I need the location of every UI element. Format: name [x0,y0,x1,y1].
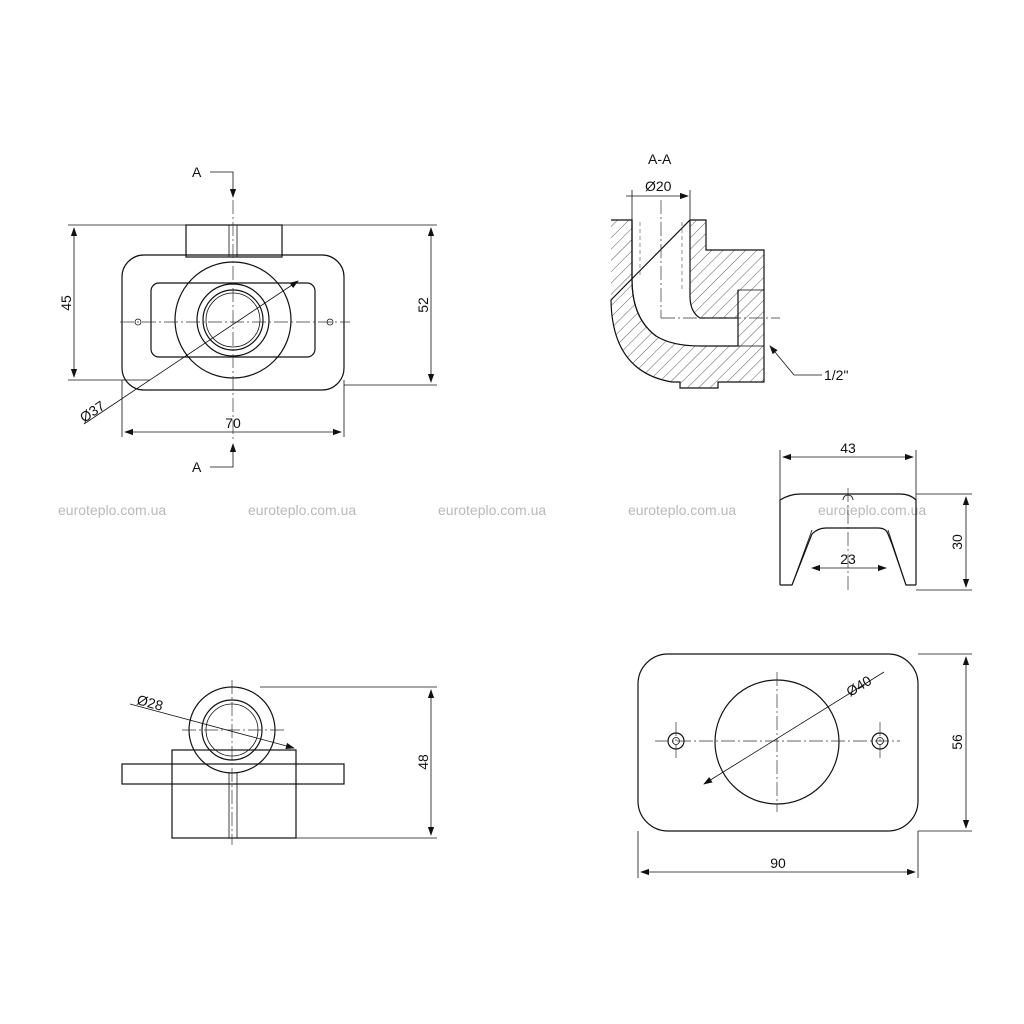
dim-diameter-28: Ø28 [135,691,165,713]
profile-outline [779,493,917,586]
dim-width-43: 43 [840,440,856,456]
section-cut-label-top: A [192,164,202,180]
front-boss [185,224,283,258]
thread-size: 1/2" [824,367,848,383]
dim-height-56: 56 [949,734,965,750]
top-plate [121,763,345,785]
dim-diameter-20: Ø20 [645,178,672,194]
section-cut-marker-top [210,171,237,198]
dim-width-23: 23 [840,551,856,567]
watermark-row: euroteplo.com.ua euroteplo.com.ua eurote… [58,502,926,518]
dim-line-diameter-40 [703,671,885,785]
front-view: A A 45 52 70 Ø37 [58,164,437,475]
section-view: A-A Ø20 1/2" [610,151,848,389]
section-bore-outline [631,220,738,337]
dim-height-48: 48 [415,754,431,770]
watermark: euroteplo.com.ua [438,502,546,518]
dim-width-70: 70 [225,415,241,431]
dim-diameter-40: Ø40 [843,672,874,699]
front-mount-hole-left [134,318,142,326]
thread-leader [769,345,822,376]
section-cut-marker-bottom [210,443,237,468]
dim-height-52: 52 [415,297,431,313]
profile-view: 43 23 30 [779,440,972,591]
dim-line-diameter-28 [129,703,295,749]
dim-line-diameter-37 [83,280,299,425]
section-title: A-A [648,151,672,167]
watermark: euroteplo.com.ua [818,502,926,518]
plate-view: Ø40 56 90 [637,653,972,878]
top-view: Ø28 48 [121,680,437,845]
plate-outline [637,653,919,832]
dim-height-45: 45 [58,295,74,311]
section-cut-label-bottom: A [192,459,202,475]
watermark: euroteplo.com.ua [58,502,166,518]
dim-diameter-37: Ø37 [77,397,108,425]
dim-height-30: 30 [949,534,965,550]
watermark: euroteplo.com.ua [248,502,356,518]
dim-width-90: 90 [770,855,786,871]
watermark: euroteplo.com.ua [628,502,736,518]
top-pipe-body [171,749,297,839]
